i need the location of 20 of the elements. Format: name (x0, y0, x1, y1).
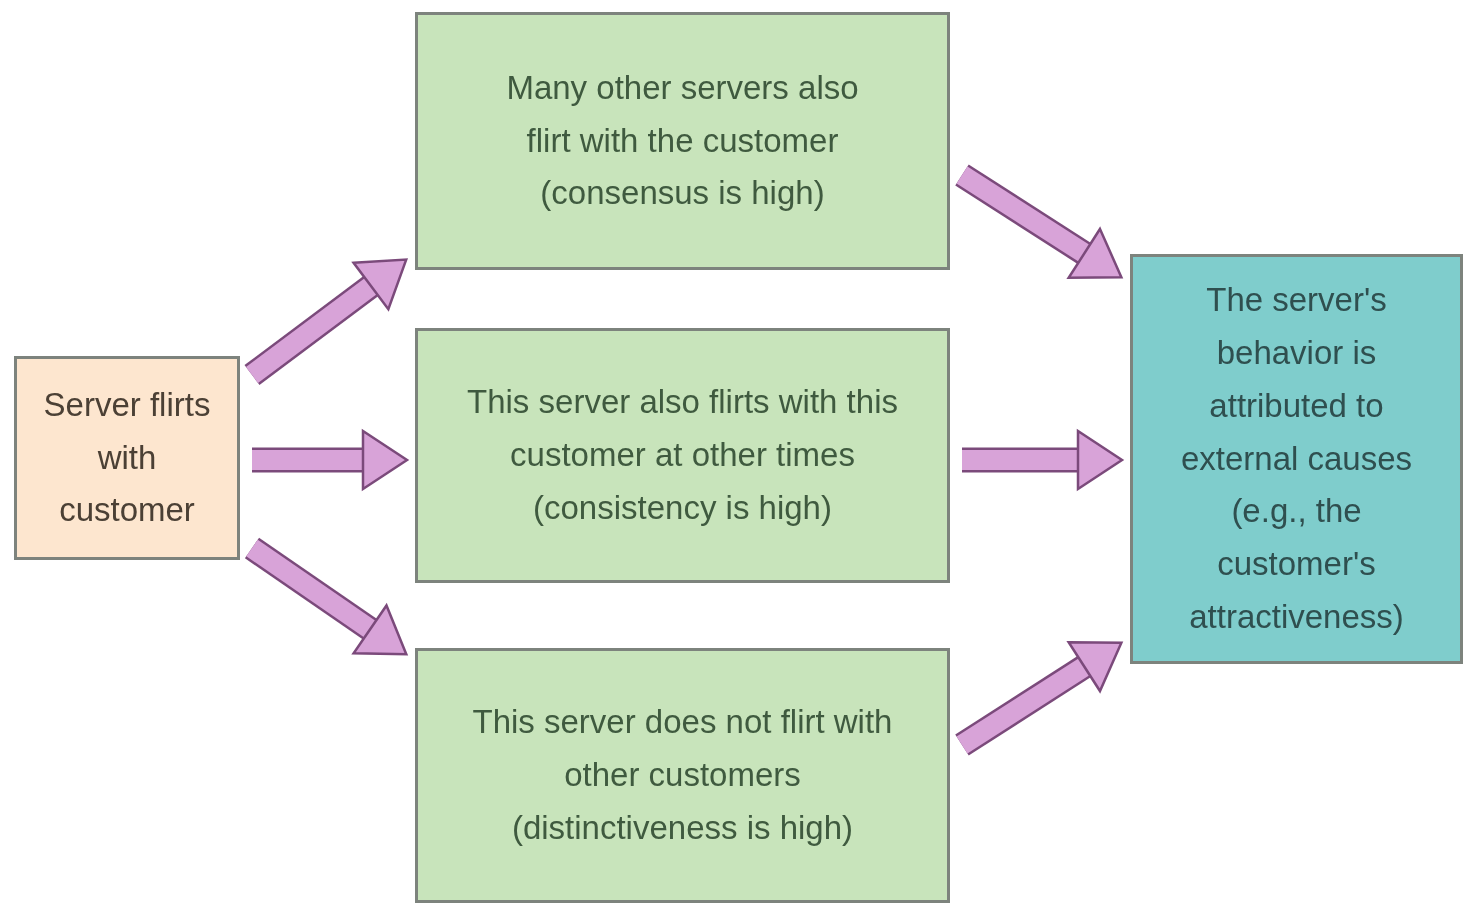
process-box (415, 648, 950, 903)
box-text: Many other servers also flirt with the customer (505, 67, 860, 161)
process-box (415, 328, 950, 583)
block-arrow (955, 640, 1123, 756)
box-text: (distinctiveness is high) (510, 807, 855, 848)
process-box (14, 356, 240, 560)
box-text: (consensus is high) (539, 173, 826, 214)
process-box (415, 12, 950, 270)
box-text: This server also flirts with this customer at other times (466, 382, 899, 476)
box-text: (e.g., the customer's attractiveness) (1188, 491, 1405, 637)
block-arrow (244, 537, 408, 656)
block-arrow (252, 429, 409, 491)
box-text: This server does not flirt with other customers (471, 702, 894, 796)
box-text: (consistency is high) (532, 487, 833, 528)
box-text: Server flirts with customer (42, 384, 212, 531)
block-arrow (955, 164, 1123, 280)
process-box (1130, 254, 1463, 664)
box-text: The server's behavior is attributed to external causes (1179, 280, 1414, 479)
block-arrow (962, 429, 1124, 491)
block-arrow (244, 258, 408, 385)
